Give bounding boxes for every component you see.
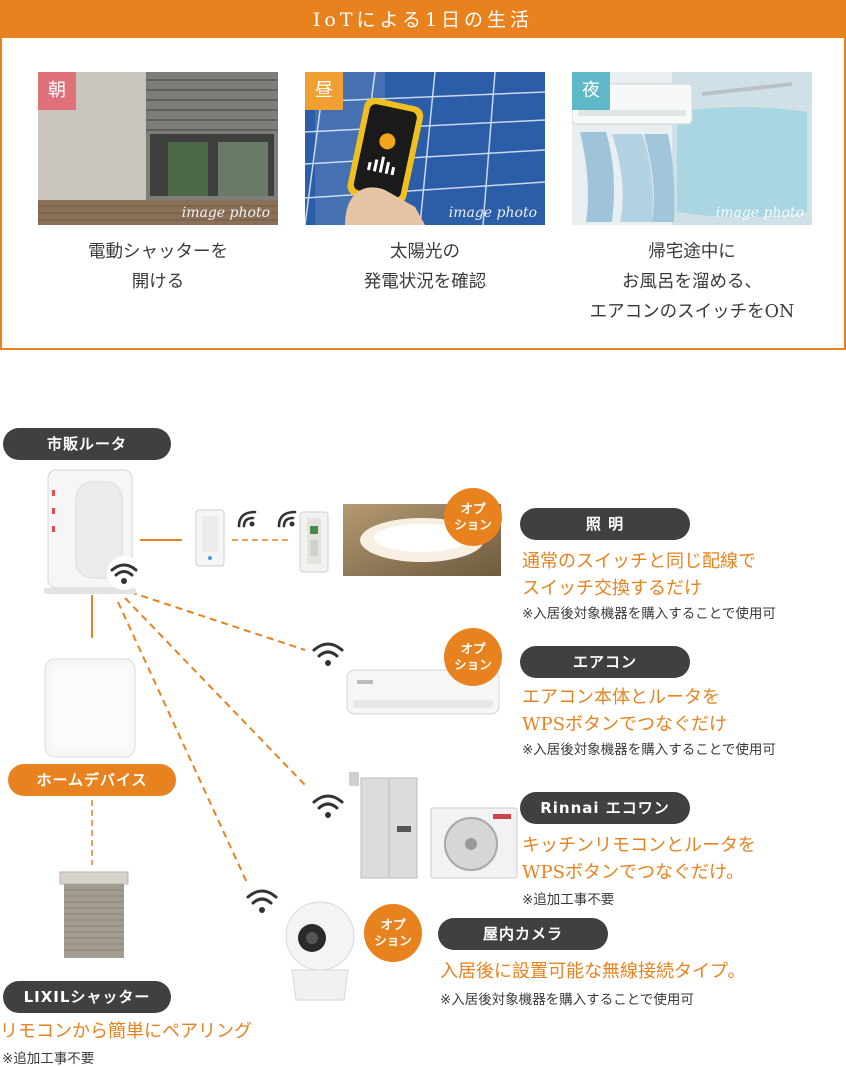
caption-morning: 電動シャッターを 開ける [38,237,278,297]
camera-note: ※入居後対象機器を購入することで使用可 [440,992,694,1008]
router-to-aircon-line [129,591,306,651]
lighting-label: 照 明 [520,508,690,540]
shutter-note: ※追加工事不要 [2,1051,95,1067]
repeater-device [190,508,230,574]
camera-device [282,900,358,1010]
option-text: オプ [460,641,486,656]
option-text: ション [374,933,412,948]
ecoone-desc: キッチンリモコンとルータを WPSボタンでつなぐだけ。 [522,832,756,886]
option-text: オプ [460,501,486,516]
scene-night: 夜 image photo 帰宅途中に お風呂を溜める、 エアコンのスイッチをO… [572,72,812,327]
option-badge: オプション [364,904,422,962]
aircon-note: ※入居後対象機器を購入することで使用可 [522,742,776,758]
router-device [40,468,140,602]
desc-line: キッチンリモコンとルータを [522,835,756,856]
ecoone-unit-device [345,768,521,886]
caption-line: 開ける [131,272,185,292]
wifi-icon [308,790,348,828]
home-device-label: ホームデバイス [8,764,176,796]
caption-night: 帰宅途中に お風呂を溜める、 エアコンのスイッチをON [572,237,812,327]
shutter-desc: リモコンから簡単にペアリング [0,1021,252,1042]
desc-line: エアコン本体とルータを [522,687,720,708]
ecoone-note: ※追加工事不要 [522,892,615,908]
shutter-device [58,870,130,966]
wifi-icon [308,638,348,676]
router-label: 市販ルータ [3,428,171,460]
aircon-bath-photo: 夜 image photo [572,72,812,225]
caption-line: 電動シャッターを [88,242,228,262]
watermark: image photo [181,205,270,221]
camera-label: 屋内カメラ [438,918,608,950]
signal-icon [236,508,260,532]
caption-line: お風呂を溜める、 [622,272,762,292]
scene-morning: 朝 image photo 電動シャッターを 開ける [38,72,278,297]
iot-day-panel: IoTによる1日の生活 朝 image [0,0,846,350]
option-text: ション [454,657,492,672]
connection-lines [91,539,306,886]
caption-noon: 太陽光の 発電状況を確認 [305,237,545,297]
tag-night: 夜 [572,72,610,110]
option-badge: オプション [444,628,502,686]
desc-line: WPSボタンでつなぐだけ [522,714,727,735]
option-text: ション [454,517,492,532]
router-to-ecoone-line [124,597,306,786]
aircon-label: エアコン [520,646,690,678]
lighting-note: ※入居後対象機器を購入することで使用可 [522,606,776,622]
desc-line: WPSボタンでつなぐだけ。 [522,862,745,883]
caption-line: 帰宅途中に [648,242,736,262]
caption-line: 太陽光の [390,242,460,262]
wifi-icon [104,556,144,594]
home-device [42,656,138,764]
shutter-house-photo: 朝 image photo [38,72,278,225]
caption-line: 発電状況を確認 [363,272,487,292]
camera-desc: 入居後に設置可能な無線接続タイプ。 [440,961,746,982]
tag-morning: 朝 [38,72,76,110]
signal-icon [276,508,300,532]
scene-noon: 昼 image photo 太陽光の 発電状況を確認 [305,72,545,297]
panel-title: IoTによる1日の生活 [2,2,844,38]
option-text: オプ [380,917,406,932]
option-badge: オプション [444,488,502,546]
wall-switch-device [296,510,332,578]
shutter-label: LIXILシャッター [3,981,171,1013]
wifi-icon [242,885,282,923]
desc-line: スイッチ交換するだけ [522,578,702,599]
desc-line: 通常のスイッチと同じ配線で [522,551,756,572]
watermark: image photo [715,205,804,221]
solar-phone-photo: 昼 image photo [305,72,545,225]
watermark: image photo [448,205,537,221]
lighting-desc: 通常のスイッチと同じ配線で スイッチ交換するだけ [522,548,756,602]
tag-noon: 昼 [305,72,343,110]
network-diagram: 市販ルータ オプション 照 明 通常のスイッチと同じ配線で スイッチ交換するだけ… [0,380,846,1067]
caption-line: エアコンのスイッチをON [589,302,795,322]
ecoone-label: Rinnai エコワン [520,792,690,824]
router-to-camera-line [117,601,249,886]
aircon-desc: エアコン本体とルータを WPSボタンでつなぐだけ [522,684,727,738]
